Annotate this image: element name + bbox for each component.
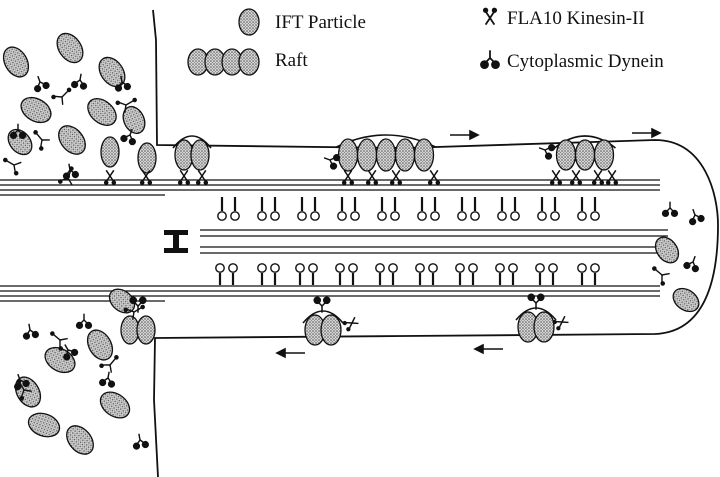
ift-particle xyxy=(87,98,117,126)
ift-particle xyxy=(98,56,126,88)
arrow-icon xyxy=(473,343,503,355)
radial-spokes-top xyxy=(217,197,600,221)
kinesin-icon xyxy=(652,266,670,286)
ift-raft xyxy=(120,315,156,345)
dynein-icon xyxy=(120,128,136,146)
ift-particle xyxy=(99,391,131,419)
ift-particle xyxy=(20,96,52,124)
dynein-icon xyxy=(480,50,500,69)
dynein-icon xyxy=(323,154,341,170)
dynein-icon xyxy=(689,208,705,226)
ift-particle xyxy=(672,287,700,313)
kinesin-icon xyxy=(115,97,137,113)
ift-raft xyxy=(554,135,616,171)
kinesin-icon xyxy=(549,169,563,185)
dynein-icon xyxy=(63,344,79,361)
kinesin-icon xyxy=(58,166,74,186)
raft-legend-icon xyxy=(187,48,260,76)
ift-particle xyxy=(7,128,33,156)
ift-raft xyxy=(336,134,436,172)
kinesin-icon xyxy=(591,169,605,185)
ift-particle xyxy=(27,412,61,438)
legend-label-ift-particle: IFT Particle xyxy=(275,12,366,33)
dynein-icon xyxy=(129,296,147,313)
dynein-icon xyxy=(661,201,679,217)
dynein-icon xyxy=(313,296,331,313)
legend-icons xyxy=(187,7,500,76)
dynein-icon xyxy=(683,255,699,273)
dynein-icon xyxy=(22,323,39,340)
kinesin-icon xyxy=(342,316,359,332)
arrow-icon xyxy=(450,129,480,141)
kinesin-icon xyxy=(50,331,68,351)
ift-particle xyxy=(56,32,84,64)
arrow-icon xyxy=(275,347,305,359)
retrograde-arrows xyxy=(275,343,503,359)
ift-raft xyxy=(172,135,212,171)
motor-proteins-group xyxy=(3,73,705,450)
ift-particle xyxy=(122,105,146,135)
kinesin-icon xyxy=(16,379,32,401)
dynein-icon xyxy=(114,75,131,92)
ift-particle xyxy=(108,288,136,314)
dynein-icon xyxy=(538,144,556,160)
kinesin-icon xyxy=(33,130,50,151)
dynein-icon xyxy=(132,433,149,450)
kinesin-icon xyxy=(365,169,379,185)
kinesin-icon xyxy=(177,169,191,185)
kinesin-icon xyxy=(552,315,569,331)
arrow-icon xyxy=(632,127,662,139)
ift-raft xyxy=(302,310,344,346)
legend-label-dynein: Cytoplasmic Dynein xyxy=(507,51,664,72)
anterograde-arrows xyxy=(450,127,662,141)
legend-label-kinesin: FLA10 Kinesin-II xyxy=(507,8,645,29)
ift-particle xyxy=(66,425,94,455)
ift-particle xyxy=(654,236,680,264)
dynein-legend-icon xyxy=(480,50,500,69)
kinesin-icon xyxy=(3,157,22,176)
kinesin-legend-icon xyxy=(482,7,498,26)
transition-zone-marker xyxy=(164,230,188,253)
ift-particle xyxy=(86,329,114,361)
kinesin-icon xyxy=(99,355,119,373)
ift-particle xyxy=(100,136,120,168)
dynein-icon xyxy=(75,313,93,329)
kinesin-icon xyxy=(51,87,72,105)
ift-particle-legend-icon xyxy=(238,8,260,36)
ift-raft xyxy=(515,307,557,343)
kinesin-icon xyxy=(427,169,441,185)
kinesin-icon xyxy=(605,169,619,185)
ift-particle xyxy=(58,125,86,155)
kinesin-icon xyxy=(341,169,355,185)
dynein-icon xyxy=(71,73,88,90)
axoneme-microtubules xyxy=(0,179,668,302)
ift-particle xyxy=(2,46,30,78)
kinesin-icon xyxy=(569,169,583,185)
kinesin-icon xyxy=(389,169,403,185)
dynein-icon xyxy=(34,75,50,93)
kinesin-icon xyxy=(123,304,145,320)
dynein-icon xyxy=(9,123,27,139)
flagellum-membrane xyxy=(152,9,719,477)
legend-label-raft: Raft xyxy=(275,50,308,71)
ift-particle xyxy=(14,376,42,408)
kinesin-icon xyxy=(195,169,209,185)
radial-spokes-bottom xyxy=(215,263,600,285)
ift-rafts-group xyxy=(120,134,616,346)
dynein-icon xyxy=(527,293,545,310)
kinesin-icon xyxy=(139,169,153,185)
ift-particle xyxy=(137,142,157,174)
dynein-icon xyxy=(99,371,116,388)
kinesin-icon xyxy=(482,7,498,26)
ift-particles-group xyxy=(2,32,700,455)
kinesin-icon xyxy=(103,169,117,185)
